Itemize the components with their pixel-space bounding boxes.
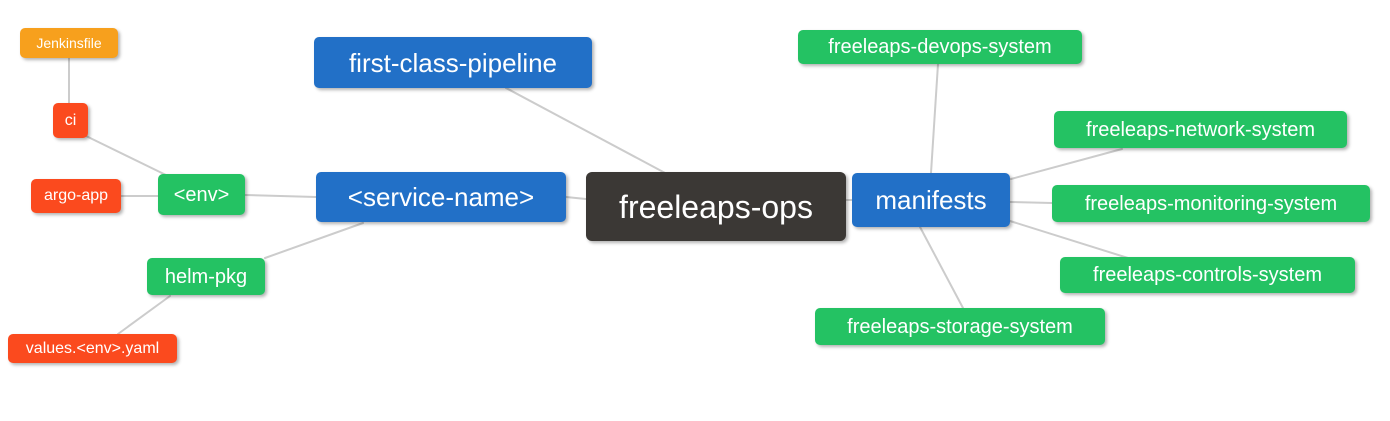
edge-manifests-controls-system <box>1009 220 1129 259</box>
edge-manifests-monitoring-system <box>1009 201 1053 204</box>
node-ci[interactable]: ci <box>53 103 88 138</box>
node-freeleaps-network-system[interactable]: freeleaps-network-system <box>1054 111 1347 148</box>
node-service-name[interactable]: <service-name> <box>316 172 566 222</box>
edge-ci-env <box>83 134 169 177</box>
node-manifests[interactable]: manifests <box>852 173 1010 227</box>
edge-manifests-network-system <box>1010 148 1123 180</box>
edge-values-env-yaml-helm-pkg <box>117 295 171 335</box>
edge-manifests-devops-system <box>930 63 939 174</box>
node-first-class-pipeline[interactable]: first-class-pipeline <box>314 37 592 88</box>
node-freeleaps-devops-system[interactable]: freeleaps-devops-system <box>798 30 1082 64</box>
node-freeleaps-monitoring-system[interactable]: freeleaps-monitoring-system <box>1052 185 1370 222</box>
node-freeleaps-storage-system[interactable]: freeleaps-storage-system <box>815 308 1105 345</box>
edge-first-class-pipeline-freeleaps-ops <box>505 87 668 175</box>
node-jenkinsfile[interactable]: Jenkinsfile <box>20 28 118 58</box>
node-env[interactable]: <env> <box>158 174 245 215</box>
edge-service-name-freeleaps-ops <box>565 196 587 200</box>
edge-manifests-storage-system <box>919 226 964 309</box>
node-helm-pkg[interactable]: helm-pkg <box>147 258 265 295</box>
node-argo-app[interactable]: argo-app <box>31 179 121 213</box>
node-freeleaps-controls-system[interactable]: freeleaps-controls-system <box>1060 257 1355 293</box>
edge-helm-pkg-service-name <box>264 222 364 259</box>
node-values-env-yaml[interactable]: values.<env>.yaml <box>8 334 177 363</box>
edge-env-service-name <box>244 194 317 198</box>
node-freeleaps-ops[interactable]: freeleaps-ops <box>586 172 846 241</box>
